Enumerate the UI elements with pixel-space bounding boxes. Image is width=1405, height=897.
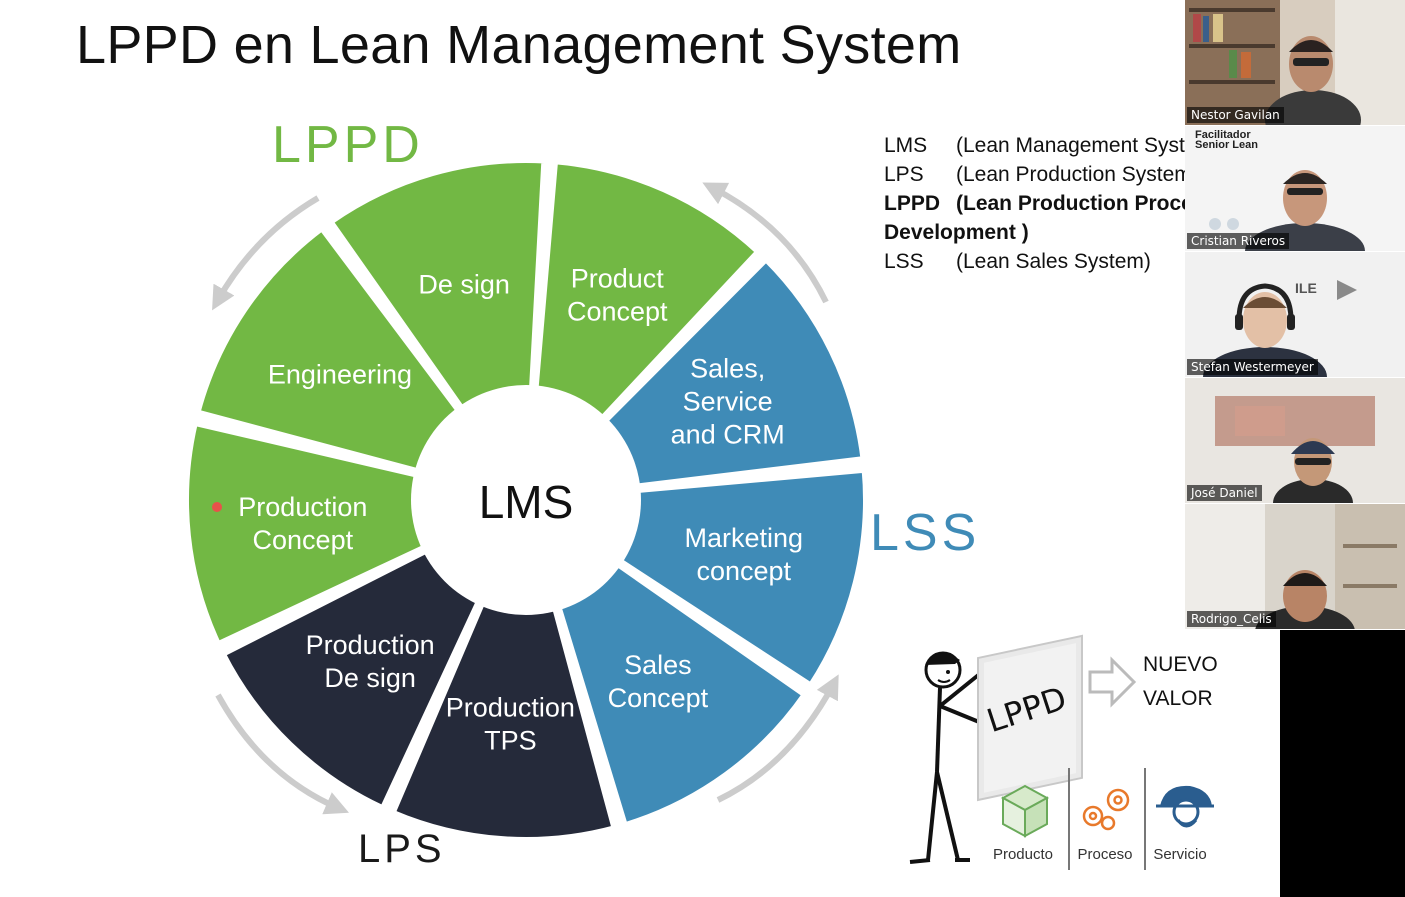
wheel-segment-label-line: Concept	[253, 525, 354, 555]
legend-row-lss: LSS (Lean Sales System)	[884, 247, 1186, 276]
lss-upper-arrow	[702, 182, 829, 304]
participant-name: José Daniel	[1187, 485, 1262, 501]
participant-tile[interactable]: Nestor Gavilan	[1185, 0, 1405, 125]
wheel-segment-label-line: Production	[238, 492, 367, 522]
legend-desc: (Lean Sales System)	[956, 250, 1151, 273]
legend-abbr: LPS	[884, 163, 924, 186]
participant-tile[interactable]: Facilitador Senior Lean Cristian Riveros	[1185, 126, 1405, 251]
wheel-center-label: LMS	[479, 476, 574, 528]
wheel-segment-label-line: Product	[571, 264, 665, 294]
participant-video	[1185, 504, 1405, 629]
lss-group-label: LSS	[870, 504, 980, 562]
watermark-line-2: Senior Lean	[1195, 139, 1258, 151]
participant-tile[interactable]: José Daniel	[1185, 378, 1405, 503]
slide-title: LPPD en Lean Management System	[76, 15, 962, 75]
wheel-segment-label-line: Production	[306, 630, 435, 660]
watermark-line-1: Facilitador	[1195, 129, 1251, 141]
wheel-center	[411, 385, 641, 615]
wheel-segment	[388, 490, 619, 843]
presentation-slide: LPPD en Lean Management System LMS Produ…	[76, 15, 1218, 871]
facilitator-watermark: Facilitador Senior Lean	[1195, 129, 1258, 151]
gears-icon	[1082, 788, 1130, 831]
legend-desc: (Lean Production System)	[956, 163, 1186, 186]
participant-video	[1185, 0, 1405, 125]
wheel-segment	[183, 419, 536, 649]
participant-name: Rodrigo_Celis	[1187, 611, 1276, 627]
wheel-segment-label-line: Engineering	[268, 360, 412, 390]
empty-video-area	[1280, 630, 1405, 897]
legend-row-lppd: LPPD (Lean Production Process	[884, 189, 1186, 218]
legend-desc: (Lean Production Process	[956, 192, 1186, 215]
cube-icon	[1000, 784, 1050, 838]
service-person-icon	[1156, 785, 1214, 828]
wheel-segment-label-line: Sales,	[690, 354, 765, 384]
wheel-segment-label-line: Marketing	[684, 523, 803, 553]
wheel-segment-label: De sign	[418, 269, 510, 299]
wheel-segment-label-line: concept	[696, 556, 791, 586]
company-logo-text: ILE	[1295, 280, 1317, 296]
wheel-segment-label-line: Sales	[624, 650, 692, 680]
wheel-segment-label-line: Concept	[567, 297, 668, 327]
wheel-segment-label-line: Service	[683, 387, 773, 417]
wheel-segment-label-line: Concept	[608, 683, 709, 713]
participant-gallery: Nestor Gavilan Facilitador Senior Lean C…	[1185, 0, 1405, 630]
stick-figure-illustration: LPPD NUEVO VALOR	[909, 634, 1218, 870]
wheel-segment-label-line: De sign	[418, 269, 510, 299]
legend-desc: (Lean Management System)	[956, 134, 1186, 157]
result-arrow-icon	[1088, 656, 1137, 708]
wheel-segment-label-line: TPS	[484, 725, 537, 755]
lps-cycle-arrow	[215, 693, 350, 815]
icon-label-servicio: Servicio	[1153, 846, 1206, 863]
legend-abbr: LSS	[884, 250, 924, 273]
legend-abbr: LMS	[884, 134, 928, 157]
wheel-segment-label-line: De sign	[324, 663, 416, 693]
legend-row-lms: LMS (Lean Management System)	[884, 131, 1186, 160]
wheel-segment-label: Engineering	[268, 360, 412, 390]
lppd-group-label: LPPD	[272, 116, 424, 174]
laser-pointer-dot	[212, 502, 222, 512]
participant-tile[interactable]: Rodrigo_Celis	[1185, 504, 1405, 629]
legend-row-lppd-cont: Development )	[884, 218, 1186, 247]
result-line-1: NUEVO	[1143, 653, 1218, 676]
lss-lower-arrow	[716, 674, 839, 803]
icon-label-producto: Producto	[993, 846, 1053, 863]
icon-label-proceso: Proceso	[1077, 846, 1132, 863]
lppd-cycle-arrow	[212, 195, 320, 311]
participant-name: Cristian Riveros	[1187, 233, 1290, 249]
legend-row-lps: LPS (Lean Production System)	[884, 160, 1186, 189]
wheel-segment-label-line: and CRM	[671, 420, 785, 450]
participant-name: Stefan Westermeyer	[1187, 359, 1318, 375]
participant-video	[1185, 378, 1405, 503]
lps-group-label: LPS	[358, 827, 446, 871]
legend-abbr: LPPD	[884, 192, 941, 215]
acronym-legend: LMS (Lean Management System) LPS (Lean Pro…	[884, 131, 1186, 281]
participant-name: Nestor Gavilan	[1187, 107, 1284, 123]
participant-tile[interactable]: ILE Stefan Westermeyer	[1185, 252, 1405, 377]
wheel-segment-label-line: Production	[446, 692, 575, 722]
result-line-2: VALOR	[1143, 687, 1213, 710]
legend-desc: Development )	[884, 221, 1029, 244]
